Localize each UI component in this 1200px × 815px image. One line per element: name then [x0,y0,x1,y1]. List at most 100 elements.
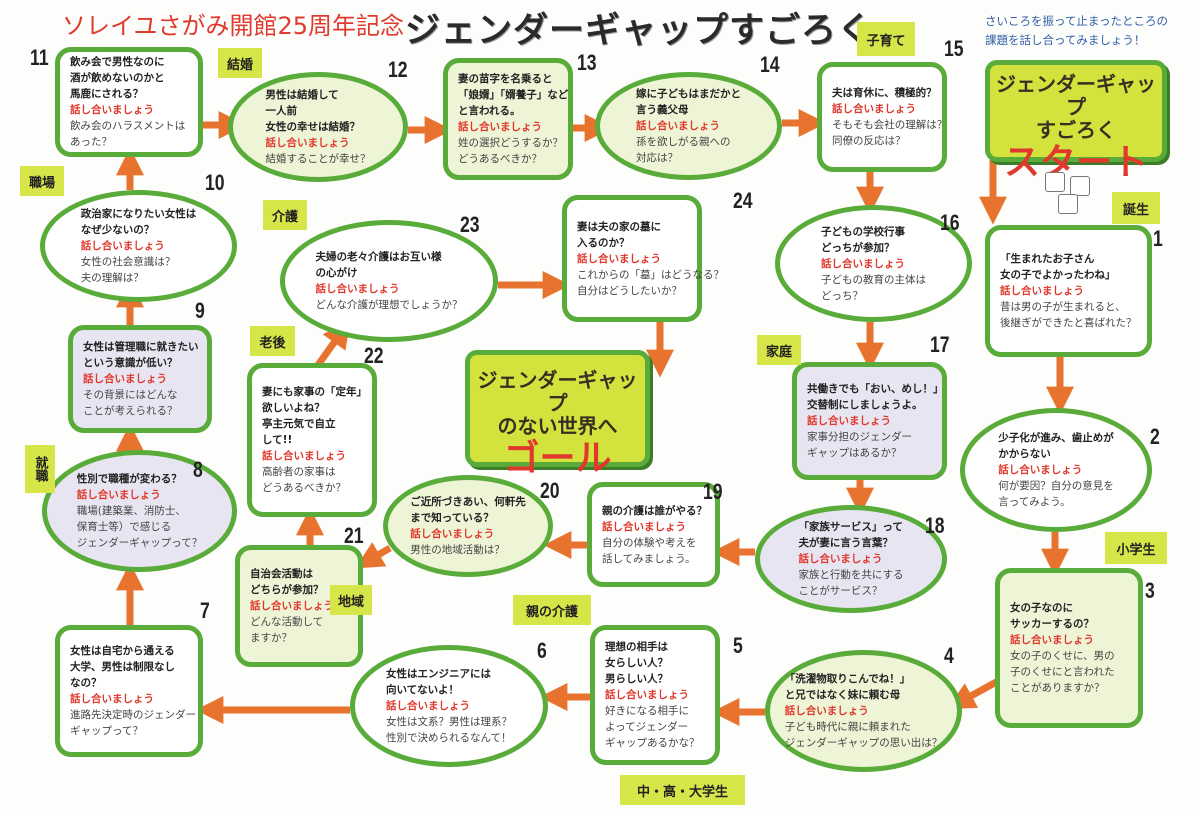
square-6[interactable]: 女性はエンジニアには向いてないよ！話し合いましょう女性は文系？男性は理系？性別で… [350,645,548,767]
square-text: 共働きでも「おい、めし！」交替制にしましょうよ。話し合いましょう家事分担のジェン… [807,381,944,461]
event-subtitle: ソレイユさがみ開館25周年記念 [62,12,405,40]
square-text: 親の介護は誰がやる？話し合いましょう自分の体験や考えを話してみましょう。 [602,503,707,567]
category-community: 地域 [330,585,372,615]
square-question: ご近所づきあい、何軒先 [410,496,526,508]
discuss-label: 話し合いましょう [1010,634,1094,646]
square-question: 女らしい人？ [605,657,668,669]
square-12[interactable]: 男性は結婚して一人前女性の幸せは結婚？話し合いましょう結婚することが幸せ？ [228,72,408,182]
square-number: 17 [930,332,950,357]
square-number: 8 [193,457,203,482]
square-prompt: 飲み会のハラスメントは [70,120,186,132]
square-prompt: 性別で決められるなんて！ [386,732,512,744]
square-number: 7 [200,598,210,623]
square-text: 政治家になりたい女性はなぜ少ないの？話し合いましょう女性の社会意識は？夫の理解は… [81,206,197,286]
square-question: どっちが参加？ [821,241,895,254]
square-16[interactable]: 子どもの学校行事どっちが参加？話し合いましょう子どもの教育の主体はどっち？ [775,205,972,322]
square-prompt: 保育士等）で感じる [76,521,172,533]
square-question: 女の子なのに [1010,602,1073,614]
square-8[interactable]: 性別で職種が変わる？話し合いましょう職場(建築業、消防士、保育士等）で感じるジェ… [42,450,237,572]
square-question: 「洗濯物取りこんでね！」 [784,673,911,685]
square-question: 女の子でよかったわね」 [1000,269,1116,281]
square-question: 妻は夫の家の墓に [577,220,661,233]
square-number: 3 [1145,578,1155,603]
square-number: 4 [944,643,954,668]
square-10[interactable]: 政治家になりたい女性はなぜ少ないの？話し合いましょう女性の社会意識は？夫の理解は… [40,190,237,302]
start-title-line: すごろく [1036,118,1116,142]
square-question: 大学、男性は制限なし [70,661,175,673]
square-prompt: 女性は文系？男性は理系？ [386,716,512,728]
square-question: 妻の苗字を名乗ると [458,73,553,85]
square-text: 自治会活動はどちらが参加？話し合いましょうどんな活動してますか？ [250,566,334,646]
square-prompt: ギャップはあるか？ [807,447,902,459]
square-20[interactable]: ご近所づきあい、何軒先まで知っている？話し合いましょう男性の地域活動は？ [383,475,553,577]
square-prompt: 職場(建築業、消防士、 [76,505,186,517]
square-18[interactable]: 「家族サービス」って夫が妻に言う言葉？話し合いましょう家族と行動を共にすることが… [755,505,947,613]
square-prompt: 女の子のくせに、男の [1010,650,1115,662]
square-question: 飲み会で男性なのに [70,56,165,68]
square-7[interactable]: 女性は自宅から通える大学、男性は制限なしなの？話し合いましょう進路先決定時のジェ… [55,625,203,757]
square-3[interactable]: 女の子なのにサッカーするの？話し合いましょう女の子のくせに、男の子のくせにと言わ… [995,568,1143,728]
square-prompt: 対応は？ [636,152,678,164]
square-question: なぜ少ないの？ [80,224,155,236]
square-prompt: 結婚することが幸せ？ [265,153,371,165]
square-question: 交替制にしましょうよ。 [807,399,923,411]
square-9[interactable]: 女性は管理職に就きたいという意識が低い？話し合いましょうその背景にはどんなことが… [68,325,212,433]
discuss-label: 話し合いましょう [602,520,686,533]
goal-square[interactable]: ジェンダーギャップ のない世界へ ゴール [465,350,650,479]
discuss-label: 話し合いましょう [821,257,905,270]
square-question: 男性は結婚して [265,89,339,101]
square-question: と言われる。 [458,105,521,117]
category-parent-care: 親の介護 [513,595,591,625]
square-prompt: そもそも会社の理解は？ [832,119,948,131]
start-square[interactable]: ジェンダーギャップ すごろく スタート [985,60,1167,183]
square-14[interactable]: 嫁に子どもはまだかと言う義父母話し合いましょう孫を欲しがる親への対応は？ [595,72,782,180]
square-17[interactable]: 共働きでも「おい、めし！」交替制にしましょうよ。話し合いましょう家事分担のジェン… [792,362,947,480]
square-question: なの？ [70,677,102,689]
discuss-label: 話し合いましょう [265,137,350,149]
discuss-label: 話し合いましょう [798,553,883,565]
square-19[interactable]: 親の介護は誰がやる？話し合いましょう自分の体験や考えを話してみましょう。 [587,482,720,587]
dice-icon [1045,172,1065,192]
dice-icon [1058,194,1078,214]
square-prompt: ギャップあるかな？ [605,737,700,749]
square-number: 23 [460,212,480,237]
category-home: 家庭 [757,335,801,365]
square-23[interactable]: 夫婦の老々介護はお互い様の心がけ話し合いましょうどんな介護が理想でしょうか？ [280,220,498,342]
square-text: 「家族サービス」って夫が妻に言う言葉？話し合いましょう家族と行動を共にすることが… [798,519,903,599]
square-15[interactable]: 夫は育休に、積極的？話し合いましょうそもそも会社の理解は？同僚の反応は？ [817,62,947,172]
square-prompt: 子ども時代に親に頼まれた [784,721,911,733]
discuss-label: 話し合いましょう [784,705,869,717]
square-13[interactable]: 妻の苗字を名乗ると「娘婿」「婿養子」などと言われる。話し合いましょう姓の選択どう… [443,58,573,180]
square-22[interactable]: 妻にも家事の「定年」欲しいよね？亭主元気で自立して!!話し合いましょう高齢者の家… [247,363,377,517]
square-24[interactable]: 妻は夫の家の墓に入るのか？話し合いましょうこれからの「墓」はどうなる？自分はどう… [562,195,724,322]
square-number: 12 [388,57,408,82]
discuss-label: 話し合いましょう [76,489,161,501]
square-prompt: 家事分担のジェンダー [807,431,912,443]
square-question: 子どもの学校行事 [821,225,905,238]
square-prompt: ことがありますか？ [1010,682,1105,694]
arrow-3-to-4 [946,676,1002,710]
discuss-label: 話し合いましょう [605,689,689,701]
category-marriage: 結婚 [218,48,262,78]
square-question: 女性の幸せは結婚？ [265,121,361,133]
category-workplace: 職場 [20,166,64,196]
discuss-label: 話し合いましょう [80,240,165,252]
square-prompt: どっち？ [821,289,863,302]
discuss-label: 話し合いましょう [832,103,916,115]
square-1[interactable]: 「生まれたお子さん女の子でよかったわね」話し合いましょう昔は男の子が生まれると、… [985,225,1152,357]
square-11[interactable]: 飲み会で男性なのに酒が飲めないのかと馬鹿にされる？話し合いましょう飲み会のハラス… [55,47,203,157]
category-job-hunting: 就職 [25,445,55,493]
discuss-label: 話し合いましょう [262,450,346,462]
square-question: 女性はエンジニアには [386,668,491,680]
discuss-label: 話し合いましょう [386,700,470,712]
square-prompt: 孫を欲しがる親への [636,136,731,148]
square-2[interactable]: 少子化が進み、歯止めがかからない話し合いましょう何が要因？自分の意見を言ってみよ… [960,408,1152,532]
square-5[interactable]: 理想の相手は女らしい人？男らしい人？話し合いましょう好きになる相手によってジェン… [590,625,720,765]
square-question: 男らしい人？ [605,673,668,685]
category-students: 中・高・大学生 [620,775,745,805]
square-prompt: 昔は男の子が生まれると、 [1000,301,1126,313]
square-text: 子どもの学校行事どっちが参加？話し合いましょう子どもの教育の主体はどっち？ [821,224,926,304]
square-4[interactable]: 「洗濯物取りこんでね！」と兄ではなく妹に頼む母話し合いましょう子ども時代に親に頼… [765,650,962,772]
square-prompt: どうあるべきか？ [262,482,346,494]
